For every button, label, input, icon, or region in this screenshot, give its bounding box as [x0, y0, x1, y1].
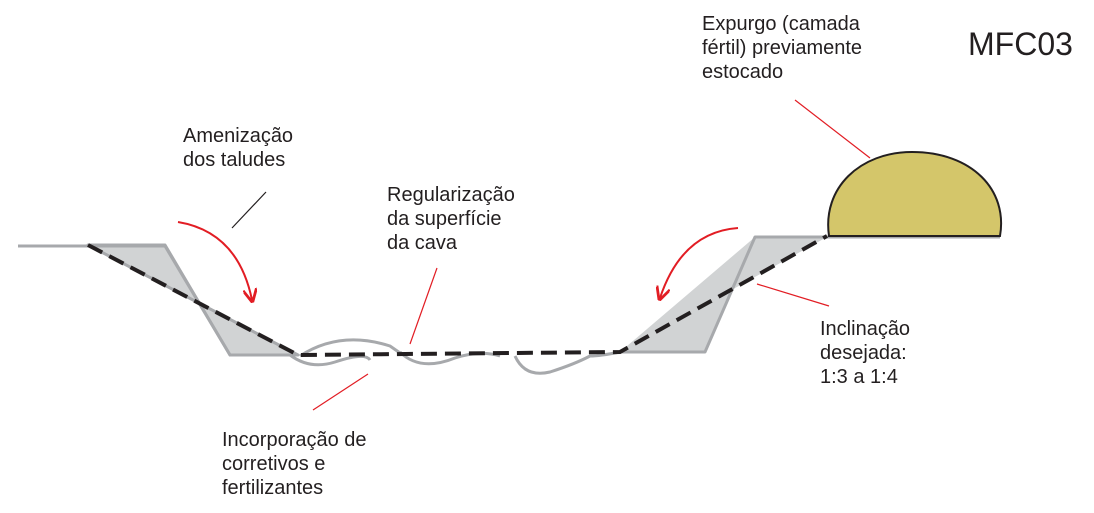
- label-inclinacao: Inclinação desejada: 1:3 a 1:4: [820, 318, 911, 388]
- leader-inclinacao: [756, 283, 830, 307]
- leader-incorporacao: [312, 373, 369, 411]
- leader-amenizacao: [231, 191, 267, 229]
- target-profile-dashed: [87, 234, 828, 358]
- topsoil-pile: [827, 150, 1003, 237]
- label-regularizacao: Regularização da superfície da cava: [387, 184, 515, 254]
- label-expurgo: Expurgo (camada fértil) previamente esto…: [702, 13, 863, 83]
- leader-expurgo: [794, 99, 871, 159]
- original-ground-left: [18, 244, 372, 367]
- right-slope-outline: [620, 235, 827, 354]
- diagram-code: MFC03: [968, 26, 1073, 62]
- right-regrading-arrow: [660, 227, 739, 298]
- irregular-pit-floor: [299, 338, 621, 375]
- label-amenizacao: Amenização dos taludes: [183, 125, 294, 171]
- left-regrading-arrow: [177, 221, 252, 300]
- leader-regularizacao: [409, 267, 438, 345]
- label-incorporacao: Incorporação de corretivos e fertilizant…: [222, 429, 367, 499]
